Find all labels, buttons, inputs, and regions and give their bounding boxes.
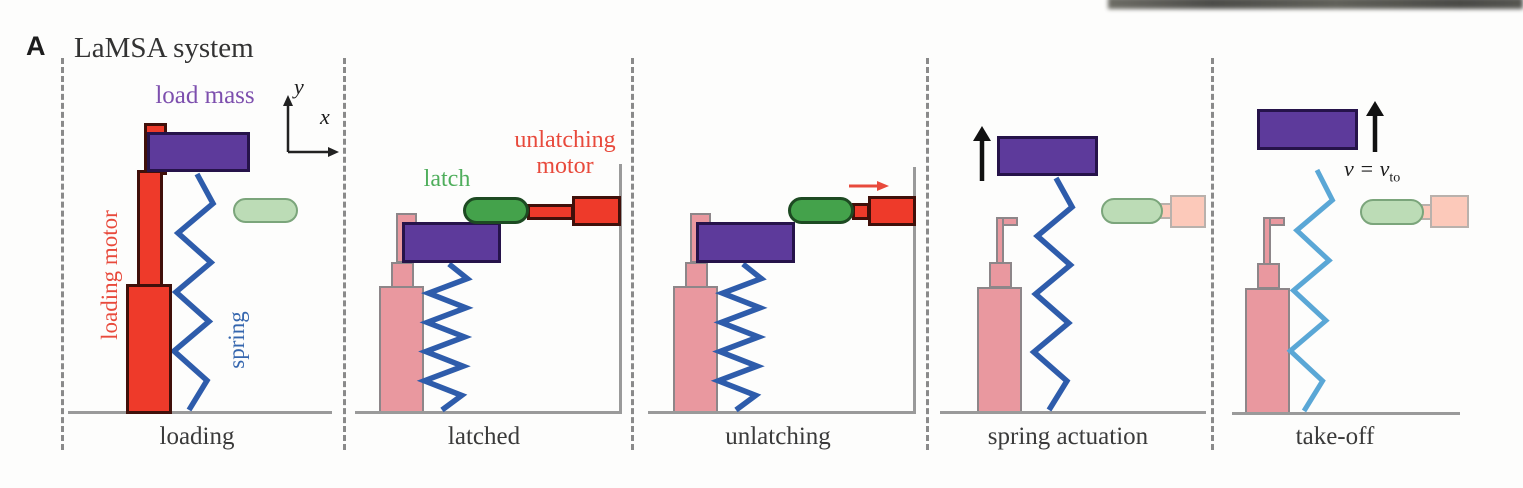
ground-line (355, 411, 622, 414)
y-axis-label: y (294, 74, 304, 99)
load-mass (696, 222, 795, 263)
loading-motor-body-faded (977, 287, 1022, 414)
ground-line (68, 411, 332, 414)
upward-motion-arrowhead (973, 126, 991, 141)
latch-faded (233, 198, 298, 223)
takeoff-velocity-sub: to (1389, 170, 1401, 186)
x-axis-arrowhead (328, 147, 339, 157)
spring-coil-compressed (416, 261, 474, 413)
figure-title: LaMSA system (74, 32, 254, 64)
phase-caption-spring-actuation: spring actuation (987, 423, 1149, 450)
x-axis-label: x (320, 104, 330, 129)
unlatching-motor (868, 196, 916, 226)
spring-coil-relaxed (1286, 168, 1336, 413)
panel-separator (1211, 58, 1214, 450)
unlatching-motor-label-line2: motor (536, 153, 594, 179)
spring-coil (169, 172, 217, 412)
spring-coil-compressed (710, 261, 768, 413)
panel-separator (343, 58, 346, 450)
takeoff-velocity-label: v = vto (1344, 156, 1400, 186)
loading-motor-hook-stem-faded (996, 217, 1004, 265)
unlatching-motor-label-line1: unlatching (514, 127, 616, 153)
panel-separator (926, 58, 929, 450)
loading-motor-rod-faded (391, 262, 414, 288)
loading-motor-rod-faded (685, 262, 708, 288)
latch-faded (1101, 198, 1163, 224)
y-axis-arrowhead (283, 95, 293, 106)
cropped-artifact (1108, 0, 1523, 9)
panel-separator (61, 58, 64, 450)
unlatching-motor (572, 196, 621, 226)
loading-motor-rod-faded (989, 262, 1012, 288)
loading-motor-label: loading motor (97, 210, 122, 340)
latch (788, 197, 854, 224)
ground-line (1232, 412, 1460, 415)
load-mass (1257, 109, 1358, 150)
wall-line (619, 164, 622, 413)
latch-faded (1360, 199, 1424, 225)
latch-label: latch (423, 166, 471, 192)
unlatching-motor-faded (1170, 195, 1206, 228)
load-mass (402, 222, 501, 263)
wall-line (913, 167, 916, 413)
loading-motor-body (126, 284, 172, 414)
unlatching-motor-label: unlatching motor (495, 127, 635, 179)
spring-label: spring (224, 311, 249, 369)
takeoff-arrowhead (1366, 101, 1384, 116)
load-mass (147, 132, 250, 172)
ground-line (940, 411, 1206, 414)
loading-motor-body-faded (1245, 288, 1290, 414)
unlatch-direction-arrowhead (877, 181, 889, 191)
loading-motor-body-faded (379, 286, 424, 413)
phase-caption-latched: latched (447, 423, 521, 450)
loading-motor-body-faded (673, 286, 718, 413)
loading-motor-rod (137, 170, 163, 288)
takeoff-velocity-main: v = v (1344, 156, 1390, 181)
latch (463, 197, 529, 224)
spring-coil-extending (1029, 176, 1076, 412)
load-mass (997, 136, 1098, 176)
phase-caption-unlatching: unlatching (725, 423, 831, 450)
phase-caption-take-off: take-off (1295, 423, 1375, 450)
phase-caption-loading: loading (159, 423, 235, 450)
ground-line (648, 411, 916, 414)
load-mass-label: load mass (155, 82, 255, 109)
panel-separator (631, 58, 634, 450)
unlatching-motor-rod (527, 204, 574, 220)
loading-motor-rod-faded (1257, 263, 1280, 289)
loading-motor-hook-stem-faded (1263, 217, 1271, 266)
figure-panel-letter: A (26, 31, 46, 61)
unlatching-motor-faded (1430, 195, 1469, 228)
